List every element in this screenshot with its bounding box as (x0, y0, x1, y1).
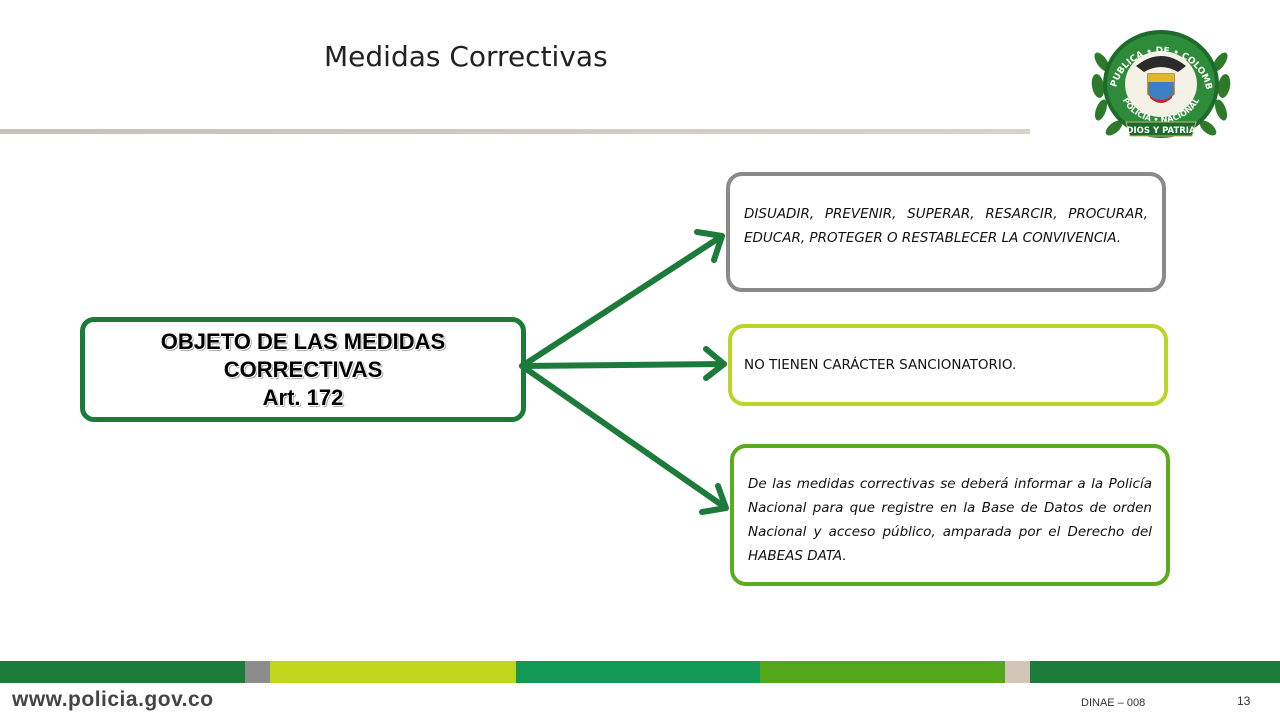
arrow-to-box2 (519, 361, 727, 369)
arrow-to-box2-head (703, 346, 727, 381)
crest-motto: DIOS Y PATRIA (1126, 126, 1196, 136)
main-topic-line2: CORRECTIVAS (223, 356, 383, 382)
police-crest-logo: REPUBLICA • DE • COLOMBIA POLICIA • NACI… (1086, 26, 1231, 138)
main-topic-line3: Art. 172 (262, 384, 344, 410)
footer-doc-code: DINAE – 008 (1081, 697, 1146, 709)
main-topic-box: OBJETO DE LAS MEDIDAS CORRECTIVAS Art. 1… (80, 317, 526, 422)
slide-page-number: 13 (1237, 694, 1251, 708)
slide-title: Medidas Correctivas (324, 40, 608, 73)
objective-list-box: DISUADIR, PREVENIR, SUPERAR, RESARCIR, P… (726, 172, 1166, 292)
habeas-data-box: De las medidas correctivas se deberá inf… (730, 444, 1170, 586)
main-topic-line1: OBJETO DE LAS MEDIDAS (160, 328, 446, 354)
arrow-to-box3 (519, 363, 729, 511)
arrow-to-box1 (519, 233, 725, 369)
arrow-to-box3-head (699, 483, 729, 515)
non-sanction-box: NO TIENEN CARÁCTER SANCIONATORIO. (728, 324, 1168, 406)
arrow-to-box1-head (694, 229, 725, 263)
footer-website: www.policia.gov.co (12, 688, 214, 711)
title-divider (0, 129, 1030, 134)
footer-color-bar (0, 661, 1280, 683)
